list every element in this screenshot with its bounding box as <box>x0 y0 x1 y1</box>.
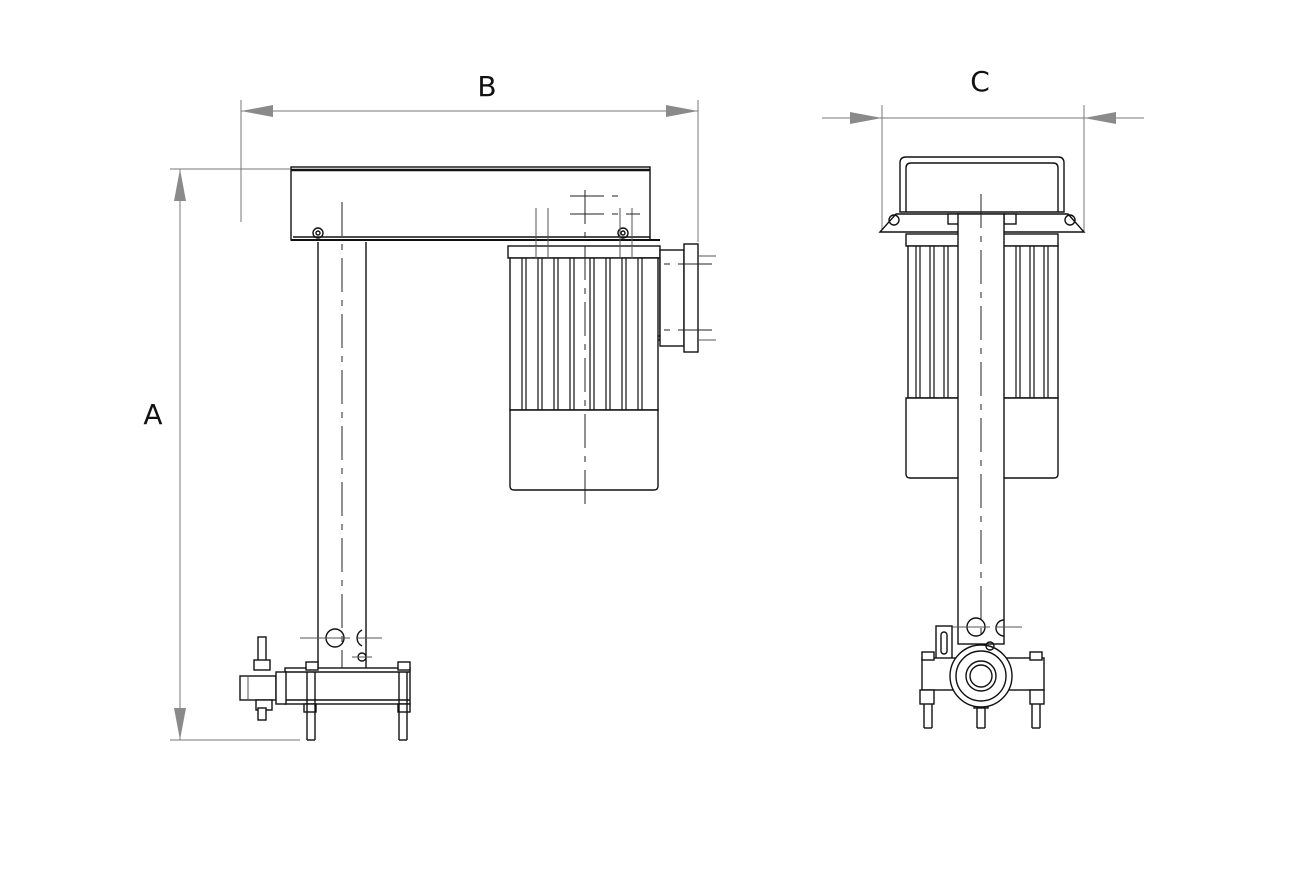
side-motor-fins <box>521 258 643 410</box>
front-view <box>878 156 1086 729</box>
side-view <box>239 166 716 741</box>
dimension-c: C <box>822 65 1144 232</box>
dimension-b-label: B <box>477 70 496 103</box>
dimension-a: A <box>143 168 300 741</box>
front-motor-fins <box>915 246 1049 398</box>
dimension-c-label: C <box>970 65 990 98</box>
dimension-b: B <box>240 70 699 242</box>
dimension-a-label: A <box>143 398 162 431</box>
